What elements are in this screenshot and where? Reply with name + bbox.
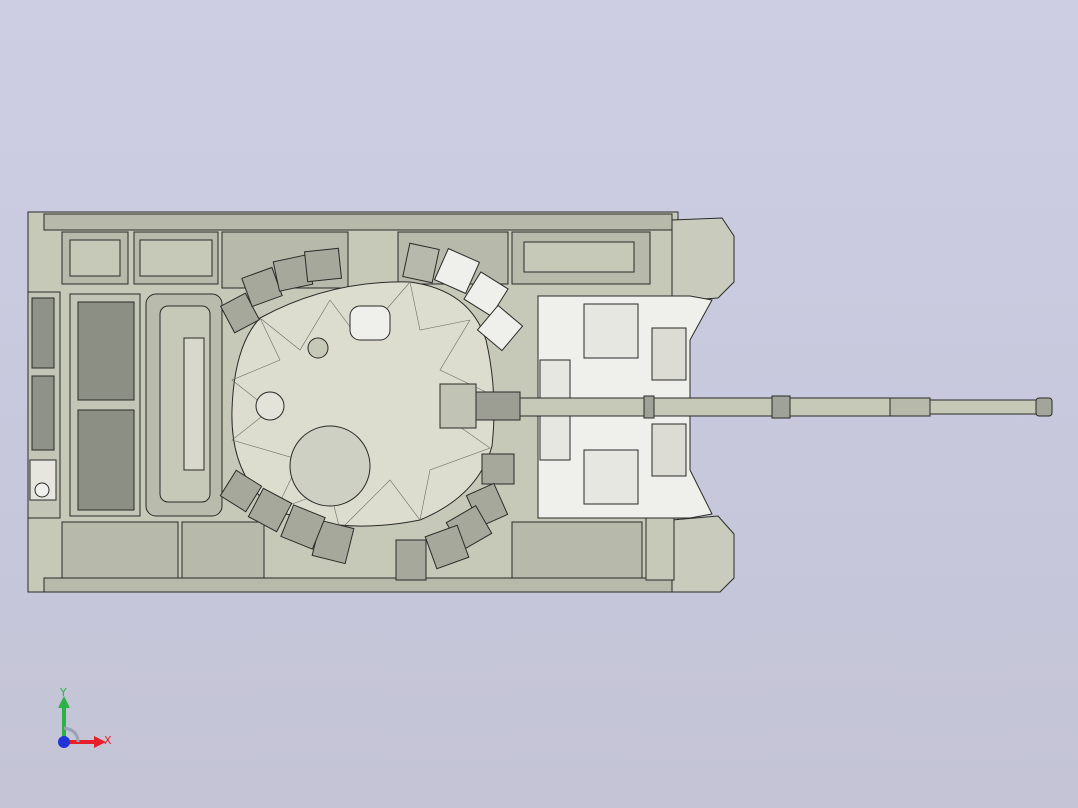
hatch-right [583, 449, 639, 505]
turret [231, 281, 495, 531]
fender-bottom [43, 577, 673, 593]
gun-sleeve-2 [771, 395, 791, 419]
gun-sleeve-1 [643, 395, 655, 419]
era-8 [476, 304, 524, 352]
box-b1 [61, 521, 179, 579]
deck-rail [183, 337, 205, 471]
engine-grille-2 [77, 409, 135, 511]
engine-deck [69, 293, 223, 517]
loader-hatch [349, 305, 391, 341]
era-4 [303, 247, 343, 283]
light-top [651, 327, 687, 381]
gunner-sight [255, 391, 285, 421]
mantlet [439, 383, 477, 429]
gun-muzzle [929, 399, 1041, 415]
engine-grille-1 [77, 301, 135, 401]
x-axis-arrow [94, 736, 106, 748]
era-16 [247, 487, 293, 533]
hatch-left [583, 303, 639, 359]
rear-grille-1 [31, 297, 55, 369]
rear-grille-2 [31, 375, 55, 451]
main-gun [475, 391, 1053, 421]
gun-tube [519, 397, 901, 417]
gun-evacuator [889, 397, 931, 417]
gun-muzzle-tip [1035, 397, 1053, 417]
box-t5-inner [523, 241, 635, 273]
era-5 [402, 242, 440, 284]
era-17 [219, 469, 263, 513]
box-t2-inner [139, 239, 213, 277]
era-9 [481, 453, 515, 485]
axis-triad: Y X [52, 686, 122, 756]
box-b2 [181, 521, 265, 579]
era-blocks [219, 242, 524, 581]
y-axis-label: Y [60, 686, 67, 699]
era-13 [395, 539, 427, 581]
box-t1-inner [69, 239, 121, 277]
commander-cupola [289, 425, 371, 507]
y-axis-arrow [58, 696, 70, 708]
turret-facets [231, 281, 491, 531]
x-axis-label: X [104, 734, 112, 747]
era-15 [280, 504, 326, 550]
light-bottom [651, 423, 687, 477]
era-6 [433, 247, 481, 295]
era-7 [463, 271, 509, 317]
origin-dot [58, 736, 70, 748]
rear-hatch [34, 482, 50, 498]
era-12 [424, 524, 470, 570]
periscope [307, 337, 329, 359]
rotation-arc [63, 726, 80, 743]
box-b4 [645, 517, 675, 581]
triad-graphic [58, 696, 106, 748]
box-b3 [511, 521, 643, 579]
gun-breech [475, 391, 521, 421]
fender-top [43, 213, 673, 231]
front-glacis-bottom [671, 515, 735, 593]
front-glacis-top [671, 217, 735, 301]
stowage-bottom [61, 517, 675, 581]
